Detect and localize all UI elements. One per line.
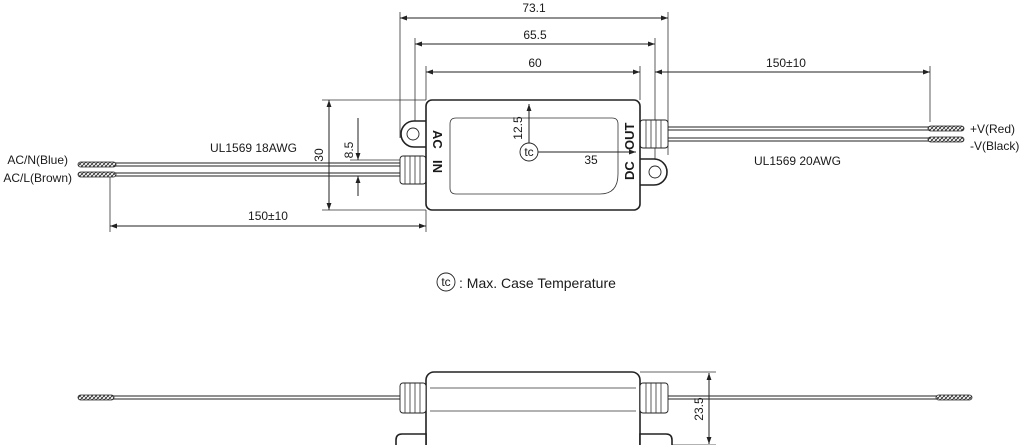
legend-text: : Max. Case Temperature: [459, 275, 616, 291]
dim-output-lead: 150±10: [655, 56, 930, 75]
side-output-stripped-end: [935, 394, 973, 401]
top-view: 73.1 65.5 60 150±10 30 8.5: [3, 1, 1019, 232]
dim-body-length: 60: [426, 56, 640, 75]
dim-hole-pitch: 65.5: [415, 28, 655, 47]
tc-offset-x-label: 35: [584, 153, 598, 167]
dim-body-width: 30: [312, 100, 332, 210]
dim-input-lead-label: 150±10: [248, 209, 288, 223]
tc-offset-y-label: 12.5: [511, 116, 525, 140]
dim-hole-pitch-label: 65.5: [523, 28, 547, 42]
side-mounting-tab-right: [639, 433, 673, 445]
mounting-tab-left: [400, 120, 429, 148]
dim-body-length-label: 60: [528, 56, 542, 70]
dim-body-height-label: 23.5: [692, 397, 706, 421]
output-positive-stripped-end: [927, 125, 965, 132]
tc-measurement-point: tc 12.5 35: [511, 104, 636, 167]
side-input-stripped-end: [77, 394, 115, 401]
output-side-label-2: OUT: [622, 123, 637, 151]
input-side-label: AC: [430, 130, 445, 149]
label-recess: [449, 117, 619, 195]
dim-overall-width: 73.1: [400, 1, 668, 21]
dim-overall-width-label: 73.1: [522, 1, 546, 15]
dim-input-offset-label: 8.5: [342, 141, 356, 158]
output-grommet: [639, 119, 669, 149]
dim-body-height: 23.5: [692, 373, 712, 444]
input-line-label: AC/L(Brown): [3, 171, 72, 185]
output-negative-label: -V(Black): [970, 139, 1019, 153]
tc-symbol-text: tc: [524, 145, 533, 159]
output-positive-label: +V(Red): [970, 122, 1015, 136]
input-neutral-stripped-end: [77, 161, 117, 168]
input-line-stripped-end: [77, 171, 117, 178]
dim-output-lead-label: 150±10: [766, 56, 806, 70]
side-mounting-tab-left: [395, 433, 427, 445]
output-negative-stripped-end: [927, 136, 965, 143]
side-output-grommet: [639, 382, 669, 414]
mounting-tab-right: [637, 158, 668, 186]
dim-input-lead: 150±10: [110, 209, 426, 229]
legend: tc : Max. Case Temperature: [436, 272, 616, 292]
output-wire-spec: UL1569 20AWG: [754, 154, 841, 168]
mounting-hole-right: [648, 165, 662, 179]
output-side-label: DC: [622, 161, 637, 180]
input-wire-spec: UL1569 18AWG: [210, 141, 297, 155]
legend-tc-symbol-text: tc: [441, 275, 450, 289]
dim-input-offset: 8.5: [342, 118, 361, 196]
output-wires: [668, 125, 965, 143]
tc-symbol: [519, 142, 539, 162]
side-input-grommet: [399, 382, 427, 414]
input-side-label-2: IN: [430, 160, 445, 173]
input-grommet: [399, 155, 427, 185]
input-neutral-label: AC/N(Blue): [7, 153, 68, 167]
legend-tc-symbol: [436, 272, 456, 292]
mounting-hole-left: [406, 127, 420, 141]
dim-body-width-label: 30: [312, 148, 326, 162]
case-body-side: [425, 371, 641, 445]
side-view: 23.5: [77, 371, 973, 445]
input-wires: [77, 161, 402, 178]
